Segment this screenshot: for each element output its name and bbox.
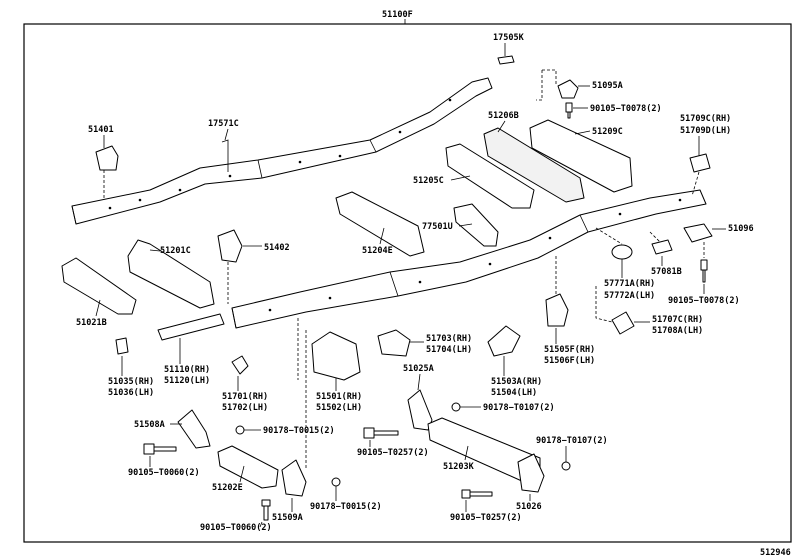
nut-90178-T0015-b (331, 477, 341, 487)
label-51036: 51036(LH) (108, 388, 154, 398)
label-77501U: 77501U (422, 222, 453, 232)
label-17505K: 17505K (493, 33, 525, 43)
part-17571C (221, 139, 229, 172)
label-90105-T0060-b: 90105−T0060(2) (200, 523, 272, 533)
part-51204E (335, 191, 425, 257)
label-51504: 51504(LH) (491, 388, 537, 398)
label-51206B: 51206B (488, 111, 519, 121)
part-51709C (689, 153, 711, 173)
label-57771A: 57771A(RH) (604, 279, 655, 289)
label-51501: 51501(RH) (316, 392, 362, 402)
label-51202E: 51202E (212, 483, 243, 493)
label-51502: 51502(LH) (316, 403, 362, 413)
part-57081B (651, 239, 673, 255)
part-51509A (281, 459, 307, 497)
part-51026 (517, 453, 545, 493)
diagram-border (23, 23, 792, 543)
label-90178-T0107-b: 90178−T0107(2) (536, 436, 608, 446)
part-51095A (557, 79, 579, 99)
label-51703: 51703(RH) (426, 334, 472, 344)
label-90105-T0257-b: 90105−T0257(2) (450, 513, 522, 523)
label-51209C: 51209C (592, 127, 623, 137)
label-51026: 51026 (516, 502, 542, 512)
label-90178-T0015-a: 90178−T0015(2) (263, 426, 335, 436)
bolt-90105-T0060-a (143, 443, 177, 455)
label-90178-T0015-b: 90178−T0015(2) (310, 502, 382, 512)
part-51021B (61, 257, 137, 315)
nut-90178-T0015-a (235, 425, 245, 435)
part-51402 (217, 229, 243, 263)
label-51120: 51120(LH) (164, 376, 210, 386)
label-90105-T0078-right: 90105−T0078(2) (668, 296, 740, 306)
rail-holes (108, 98, 682, 312)
bolt-90105-T0060-b (261, 499, 271, 521)
part-51503A (487, 325, 521, 357)
label-57772A: 57772A(LH) (604, 291, 655, 301)
part-57771A (611, 244, 633, 260)
part-51205C (445, 143, 535, 209)
frame-rail-upper-edges (71, 139, 377, 225)
label-17571C: 17571C (208, 119, 239, 129)
part-51701 (231, 355, 249, 375)
part-51206B (483, 127, 585, 203)
label-51707C: 51707C(RH) (652, 315, 703, 325)
assembly-title: 51100F (382, 10, 413, 20)
label-90105-T0060-a: 90105−T0060(2) (128, 468, 200, 478)
label-51709C: 51709C(RH) (680, 114, 731, 124)
label-51708A: 51708A(LH) (652, 326, 703, 336)
label-90105-T0078-top: 90105−T0078(2) (590, 104, 662, 114)
label-51035: 51035(RH) (108, 377, 154, 387)
label-90105-T0257-a: 90105−T0257(2) (357, 448, 429, 458)
part-51508A (177, 409, 211, 449)
label-51506F: 51506F(LH) (544, 356, 595, 366)
frame-rail-lower-edges (231, 214, 589, 329)
nut-90178-T0107-a (451, 402, 461, 412)
label-51709D: 51709D(LH) (680, 126, 731, 136)
label-51025A: 51025A (403, 364, 434, 374)
part-51505F (545, 293, 569, 327)
part-51501 (311, 331, 361, 381)
part-51209C (529, 119, 633, 193)
part-51035 (115, 337, 129, 355)
label-51203K: 51203K (443, 462, 475, 472)
bolt-90105-T0078-right (700, 259, 708, 283)
label-51704: 51704(LH) (426, 345, 472, 355)
label-51021B: 51021B (76, 318, 107, 328)
part-17505K (497, 55, 515, 65)
catalog-number: 512946 (760, 548, 791, 558)
label-51402: 51402 (264, 243, 290, 253)
label-51205C: 51205C (413, 176, 444, 186)
bolt-90105-T0257-a (363, 427, 399, 439)
label-51503A: 51503A(RH) (491, 377, 542, 387)
label-51401: 51401 (88, 125, 114, 135)
part-51201C (127, 239, 215, 309)
label-51201C: 51201C (160, 246, 191, 256)
label-51505F: 51505F(RH) (544, 345, 595, 355)
part-51703 (377, 329, 411, 357)
frame-rail-upper (71, 77, 493, 225)
label-51095A: 51095A (592, 81, 623, 91)
nut-90178-T0107-b (561, 461, 571, 471)
bolt-90105-T0257-b (461, 489, 493, 499)
label-57081B: 57081B (651, 267, 682, 277)
label-51508A: 51508A (134, 420, 165, 430)
label-51701: 51701(RH) (222, 392, 268, 402)
label-51702: 51702(LH) (222, 403, 268, 413)
label-51204E: 51204E (362, 246, 393, 256)
frame-rail-lower (231, 189, 707, 329)
label-51110: 51110(RH) (164, 365, 210, 375)
part-51096 (683, 223, 713, 243)
label-90178-T0107-a: 90178−T0107(2) (483, 403, 555, 413)
part-51707C (611, 311, 635, 335)
part-51401 (95, 145, 119, 171)
label-51096: 51096 (728, 224, 754, 234)
part-51110 (157, 313, 225, 341)
part-51202E (217, 445, 279, 489)
label-51509A: 51509A (272, 513, 303, 523)
part-77501U (453, 203, 499, 247)
bolt-90105-T0078-top (565, 102, 573, 119)
